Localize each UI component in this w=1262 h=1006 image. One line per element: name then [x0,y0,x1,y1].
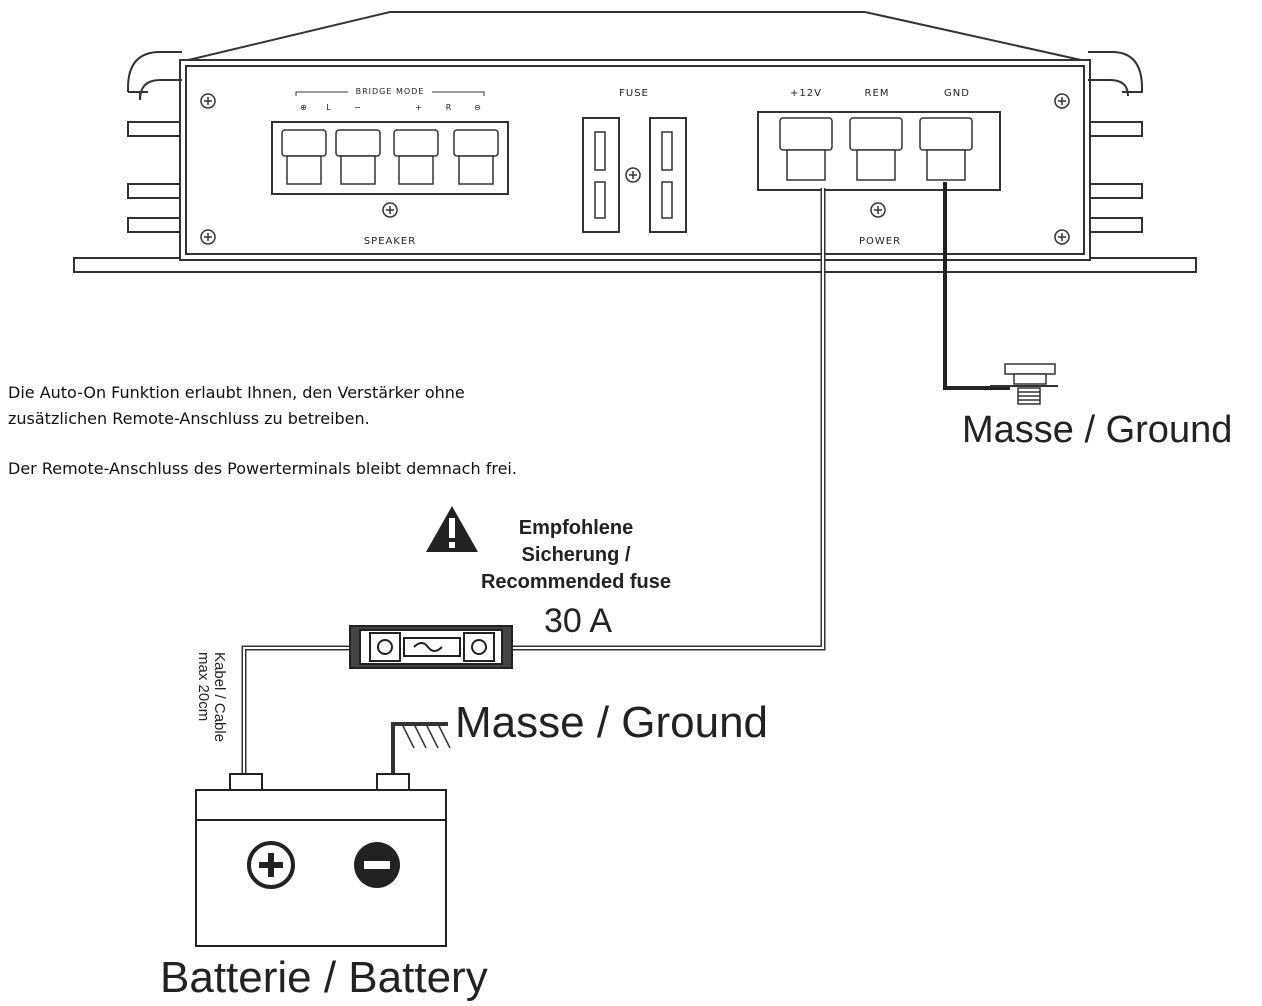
warning-icon [426,506,478,552]
note-line-1: Die Auto-On Funktion erlaubt Ihnen, den … [8,383,465,402]
speaker-pin-labels: ⊕ L − + R ⊖ [300,103,482,112]
fuse-note-line-2: Sicherung / [522,544,631,566]
speaker-pin-label: ⊕ [300,103,308,112]
ground-bolt-icon [990,363,1058,405]
fuse-label: FUSE [619,88,649,99]
terminal-label-12v: +12V [790,88,822,99]
cable-note-line-1: Kabel / Cable [211,652,228,742]
ground-label-battery: Masse / Ground [455,698,768,747]
fuse-note-line-3: Recommended fuse [481,571,671,593]
fuse-note-line-1: Empfohlene [519,517,633,539]
cable-note-line-2: max 20cm [195,652,212,721]
screw-icon [200,93,1070,245]
speaker-label: SPEAKER [364,236,416,247]
inline-fuse-icon [349,625,513,669]
power-terminal-block [757,111,1001,191]
speaker-pin-label: + [415,103,423,112]
speaker-terminal-block [271,121,509,195]
speaker-pin-label: R [446,103,453,112]
battery-label: Batterie / Battery [160,953,488,1002]
note-line-2: zusätzlichen Remote-Anschluss zu betreib… [8,409,370,428]
battery [195,773,447,947]
cable-note: Kabel / Cable max 20cm [195,652,228,742]
amplifier [73,11,1197,273]
ground-wire [943,182,1010,390]
power-label: POWER [859,236,901,247]
bridge-mode-label: BRIDGE MODE [356,87,425,96]
battery-wire [241,645,352,778]
terminal-label-rem: REM [865,88,890,99]
speaker-pin-label: − [354,103,362,112]
battery-minus-icon [354,842,400,888]
battery-plus-icon [247,841,295,889]
fuse-value: 30 A [544,602,612,640]
terminal-label-gnd: GND [944,88,970,99]
speaker-pin-label: ⊖ [474,103,482,112]
note-line-3: Der Remote-Anschluss des Powerterminals … [8,459,517,478]
ground-symbol-icon [391,722,451,778]
speaker-pin-label: L [326,103,331,112]
ground-label-amp: Masse / Ground [962,409,1232,451]
fuse-holder [582,117,687,233]
